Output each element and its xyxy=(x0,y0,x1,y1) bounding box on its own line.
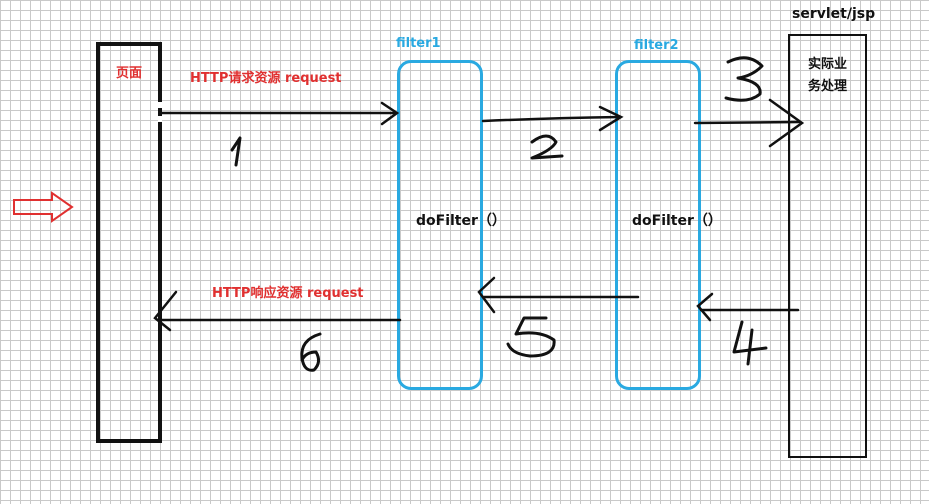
page-label: 页面 xyxy=(116,66,143,81)
servlet-box xyxy=(788,34,867,458)
request-arrow-3 xyxy=(693,98,805,148)
step-number-6 xyxy=(300,332,322,372)
response-arrow-4 xyxy=(696,292,800,322)
filter2-box xyxy=(615,60,701,390)
response-arrow-5 xyxy=(477,276,640,314)
filter1-label: filter1 xyxy=(396,36,441,51)
filter1-box xyxy=(397,60,483,390)
servlet-content-line2: 务处理 xyxy=(807,79,847,94)
filter2-method: doFilter（） xyxy=(632,213,722,229)
entry-arrow-icon xyxy=(13,191,74,223)
step-number-4 xyxy=(732,320,768,366)
request-label: HTTP请求资源 request xyxy=(190,71,342,86)
response-label: HTTP响应资源 request xyxy=(212,286,364,301)
request-arrow-1 xyxy=(158,101,400,126)
page-box xyxy=(96,42,162,443)
response-arrow-6 xyxy=(153,290,402,332)
step-number-1 xyxy=(230,136,242,167)
servlet-content-line1: 实际业 xyxy=(807,57,847,72)
step-number-3 xyxy=(724,56,764,102)
filter1-method: doFilter（） xyxy=(416,213,506,229)
request-arrow-2 xyxy=(481,105,624,132)
servlet-label: servlet/jsp xyxy=(792,6,876,22)
step-number-5 xyxy=(506,316,556,358)
step-number-2 xyxy=(530,134,564,160)
filter2-label: filter2 xyxy=(634,38,679,53)
